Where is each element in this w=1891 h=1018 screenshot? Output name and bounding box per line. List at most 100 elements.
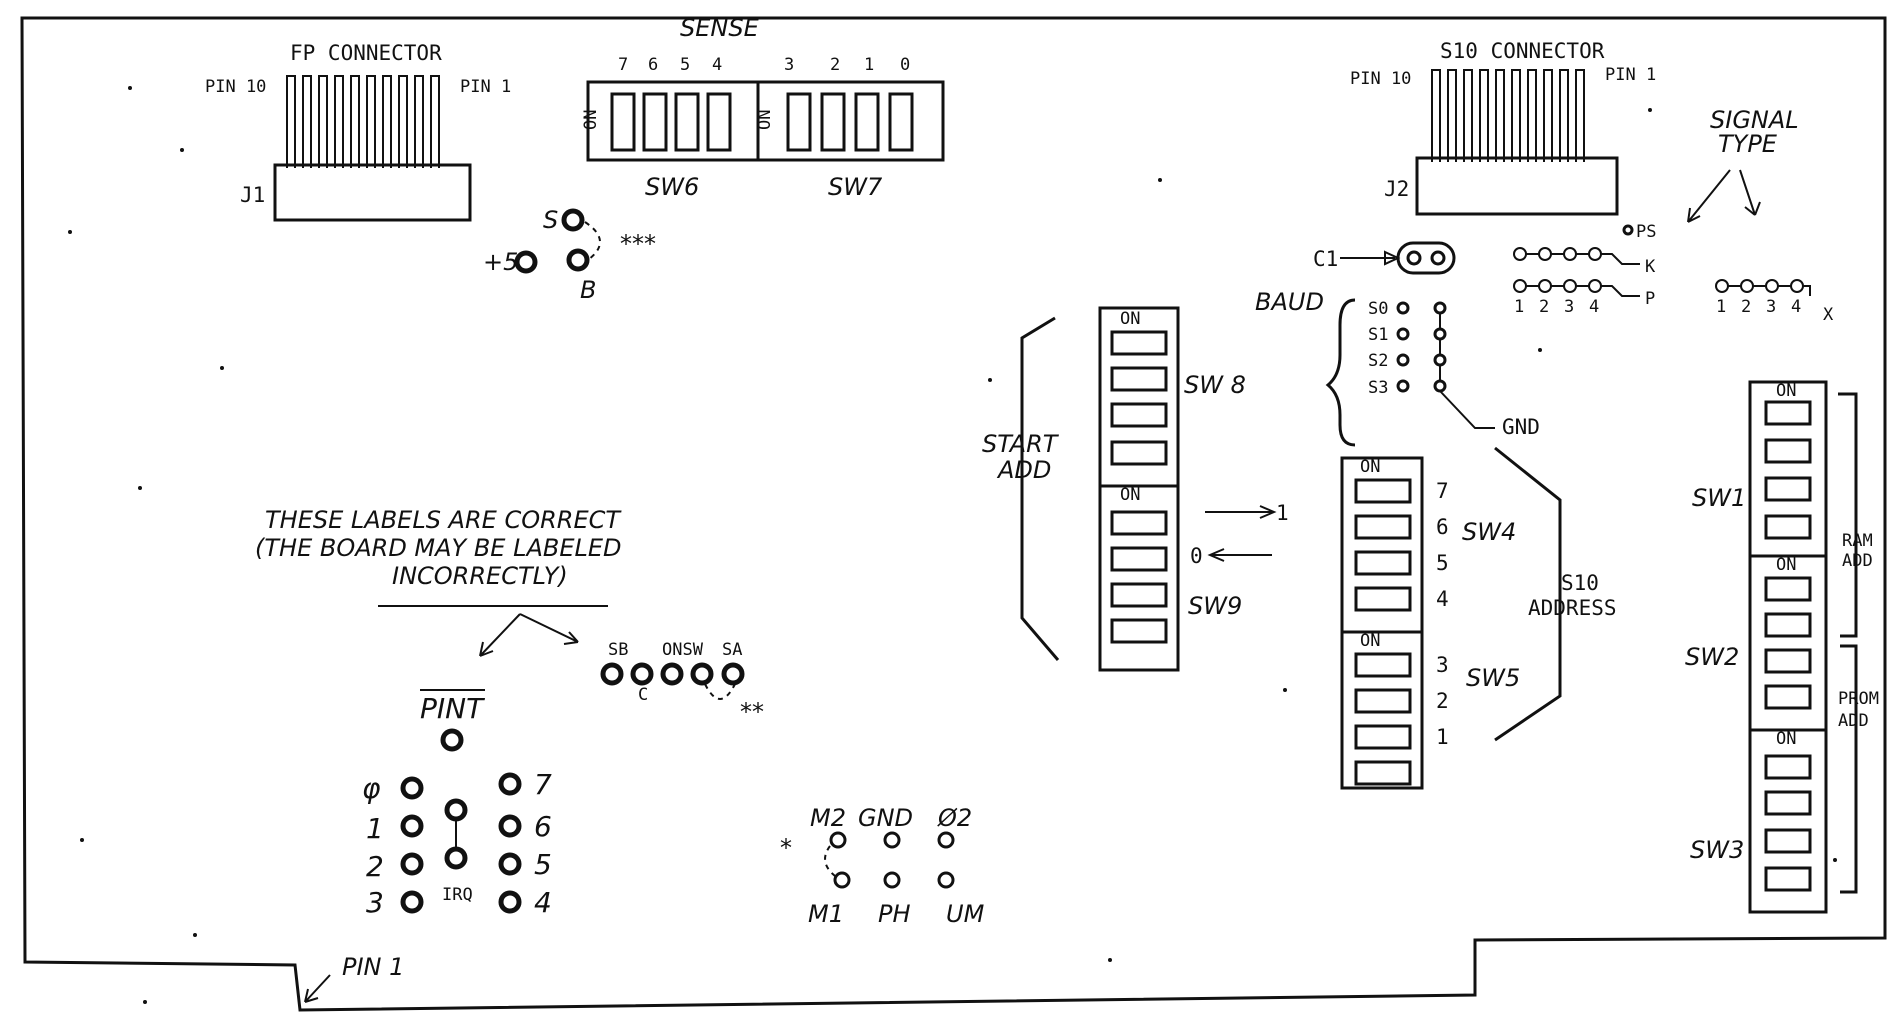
signal-p-label: P [1645,289,1655,309]
clock-phi2-label: Ø2 [937,804,972,832]
sw2-on-label: ON [1776,555,1796,575]
c1-body [1396,241,1456,275]
sw3-label: SW3 [1690,836,1744,864]
signal-num-1a: 1 [1514,297,1524,317]
start-add-bracket [1020,316,1060,661]
sw7-body [756,80,945,162]
fp-connector-title: FP CONNECTOR [290,41,442,65]
start-address-switches: START ADD ON ON SW 8 SW9 1 0 [982,306,1289,672]
sw9-label: SW9 [1188,592,1242,620]
signal-num-1b: 1 [1716,297,1726,317]
sense-bit-4: 4 [712,55,722,75]
fp-pin-10-label: PIN 10 [205,77,266,97]
ram-label-1: RAM [1842,531,1873,551]
baud-brace [1325,298,1356,447]
signal-num-3a: 3 [1564,297,1574,317]
c1-label: C1 [1313,247,1338,271]
sense-bit-7: 7 [618,55,628,75]
clock-m2-label: M2 [810,804,846,832]
signal-ps-label: PS [1636,222,1656,242]
sb-label: SB [608,640,628,660]
baud-s2: S2 [1368,351,1388,371]
ram-label-2: ADD [1842,551,1873,571]
irq-left-3: 3 [366,886,384,919]
sense-bit-3: 3 [784,55,794,75]
c1-capacitor: C1 [1313,241,1456,275]
irq-left-0: φ [362,772,381,805]
s10-bit-6: 6 [1436,515,1449,539]
sense-bit-5: 5 [680,55,690,75]
fp-connector: FP CONNECTOR PIN 10 PIN 1 J1 [205,41,511,222]
s10-connector-body [1415,156,1619,216]
signal-type-jumpers: SIGNAL TYPE PS K P 1 2 3 4 1 2 3 4 X [1513,106,1834,325]
interrupt-jumpers: PINT φ 1 2 3 IRQ 7 6 5 4 [362,689,552,919]
signal-num-2a: 2 [1539,297,1549,317]
jumper-pad-b [566,248,590,272]
fp-connector-ref: J1 [240,183,265,207]
sb-sa-jumpers: SB ONSW SA C ** [600,640,764,726]
irq-right-7: 7 [534,768,552,801]
power-jumper: S +5 B *** [483,206,656,304]
irq-right-5: 5 [534,848,552,881]
sw8-on-label: ON [1120,309,1140,329]
sa-dashed-link [704,683,736,700]
s10-pin-10-label: PIN 10 [1350,69,1411,89]
clock-dashed-link [824,845,836,877]
sense-title: SENSE [680,14,760,42]
sw9-on-label: ON [1120,485,1140,505]
sense-bit-2: 2 [830,55,840,75]
note-line-1: THESE LABELS ARE CORRECT [265,506,622,534]
sense-bit-0: 0 [900,55,910,75]
sw5-on-label: ON [1360,631,1380,651]
sw7-label: SW7 [828,173,883,201]
s10-address-line1: S10 [1561,571,1599,595]
jumper-note: *** [620,230,656,258]
signal-k-label: K [1645,257,1656,277]
fp-connector-body [273,163,472,222]
irq-right-4: 4 [534,886,552,919]
s10-bit-4: 4 [1436,587,1449,611]
signal-num-3b: 3 [1766,297,1776,317]
irq-label: IRQ [442,885,473,905]
s10-address-bracket [1494,446,1562,742]
sense-switch-block: SENSE 7 6 5 4 3 2 1 0 ON ON SW6 SW7 [581,14,945,201]
prom-add-bracket [1840,644,1858,894]
clock-star: * [780,834,792,862]
sw6-label: SW6 [645,173,699,201]
fp-connector-pins [286,75,440,168]
signal-type-title-2: TYPE [1718,130,1778,158]
pin1-indicator: PIN 1 [304,953,404,1003]
jumper-b-label: B [580,276,596,304]
prom-label-2: ADD [1838,711,1869,731]
sw5-body [1340,630,1424,790]
direction-one-label: 1 [1276,501,1289,525]
signal-type-title-1: SIGNAL [1710,106,1799,134]
sw8-label: SW 8 [1184,371,1246,399]
sw3-on-label: ON [1776,729,1796,749]
sense-bit-1: 1 [864,55,874,75]
irq-left-2: 2 [366,850,384,883]
pint-label: PINT [420,692,485,725]
correction-note: THESE LABELS ARE CORRECT (THE BOARD MAY … [255,506,622,657]
onsw-label: ONSW [662,640,704,660]
irq-right-6: 6 [534,810,552,843]
s10-connector-title: S10 CONNECTOR [1440,39,1605,63]
note-line-2: (THE BOARD MAY BE LABELED [255,534,622,562]
c-label: C [638,685,648,705]
sw4-label: SW4 [1462,518,1516,546]
s10-pin-1-label: PIN 1 [1605,65,1656,85]
start-add-line1: START [982,430,1060,458]
baud-title: BAUD [1255,288,1324,316]
jumper-plus5-label: +5 [483,248,518,276]
pin1-label: PIN 1 [342,953,404,981]
clock-ph-label: PH [878,900,911,928]
sw9-body [1098,484,1180,672]
clock-gnd-label: GND [858,804,913,832]
clock-m1-label: M1 [808,900,844,928]
s10-bit-5: 5 [1436,551,1449,575]
irq-left-1: 1 [366,812,384,845]
signal-x-label: X [1823,305,1834,325]
s10-bit-2: 2 [1436,689,1449,713]
signal-num-4a: 4 [1589,297,1599,317]
